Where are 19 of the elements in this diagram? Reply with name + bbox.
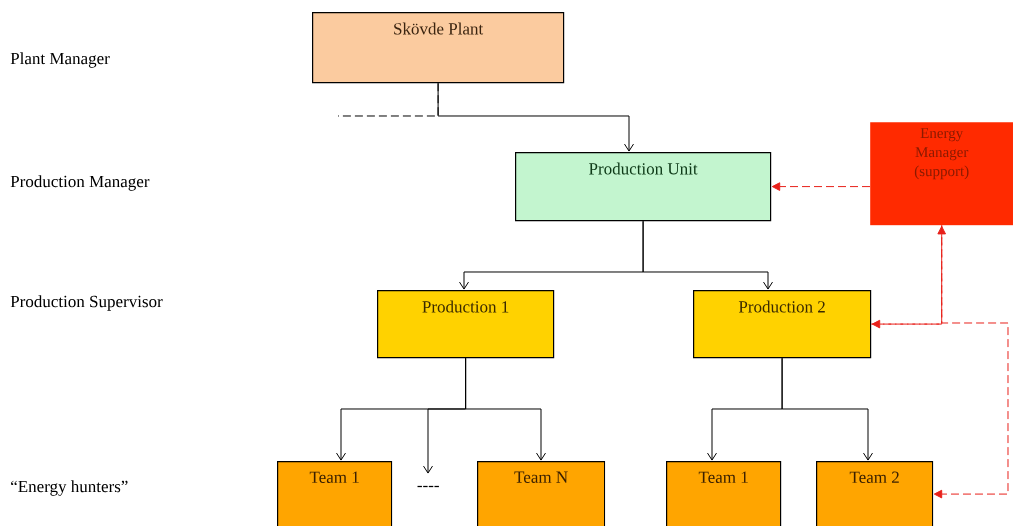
level-label: Plant Manager: [10, 52, 110, 68]
team-box: Team 2: [816, 461, 934, 526]
ellipsis-text: ----: [417, 485, 439, 488]
unit-box: Skövde Plant: [312, 12, 565, 84]
team-box: Team N: [477, 461, 606, 526]
team-box: Team 1: [666, 461, 782, 526]
arrow: [465, 357, 546, 461]
arrow: [642, 220, 773, 290]
unit-box: Production Unit: [515, 152, 772, 222]
arrow: [437, 82, 634, 152]
level-label: Production Supervisor: [10, 295, 163, 311]
unit-box: Production 2: [693, 290, 872, 359]
level-label: Production Manager: [10, 175, 150, 191]
support-arrow: [771, 182, 871, 191]
level-label: “Energy hunters”: [11, 480, 128, 496]
arrow: [781, 357, 873, 461]
team-box: Team 1: [277, 461, 393, 526]
unit-box: Production 1: [377, 290, 555, 359]
support-box: Energy Manager (support): [870, 122, 1013, 226]
